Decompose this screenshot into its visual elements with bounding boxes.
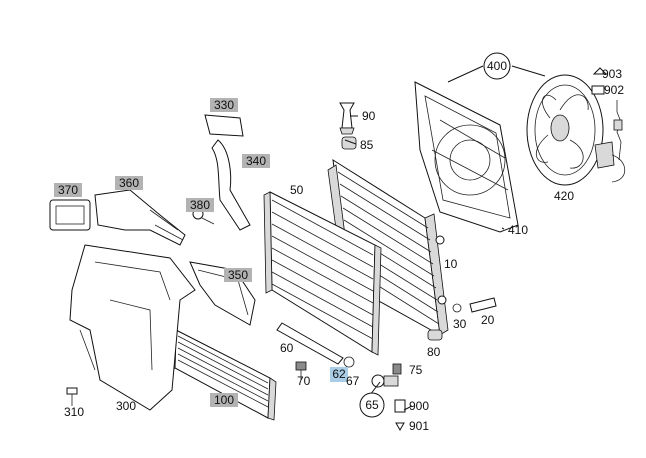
drain-plug-65 bbox=[371, 374, 399, 388]
label-50: 50 bbox=[290, 183, 304, 197]
rivet-310 bbox=[66, 387, 78, 406]
fan-shroud bbox=[414, 81, 519, 233]
label-400: 400 bbox=[487, 59, 507, 73]
connector-900 bbox=[394, 399, 406, 413]
front-carrier bbox=[69, 244, 196, 411]
washer-30 bbox=[452, 303, 462, 313]
label-62: 62 bbox=[332, 367, 346, 381]
highlight-350 bbox=[224, 268, 252, 282]
label-903: 903 bbox=[602, 67, 622, 81]
label-340: 340 bbox=[246, 154, 266, 168]
label-67: 67 bbox=[346, 374, 360, 388]
fastener-90 bbox=[339, 102, 355, 135]
label-901: 901 bbox=[409, 419, 429, 433]
condenser bbox=[263, 191, 382, 356]
label-330: 330 bbox=[214, 98, 234, 112]
label-65: 65 bbox=[365, 398, 379, 412]
callout-400: 400 bbox=[483, 52, 511, 80]
bushing-80 bbox=[427, 329, 443, 341]
bolt-70 bbox=[295, 361, 307, 380]
leader-lines bbox=[344, 65, 546, 411]
label-85: 85 bbox=[360, 138, 374, 152]
sensor-20 bbox=[469, 297, 497, 313]
pipe-60 bbox=[276, 322, 344, 365]
highlight-62 bbox=[330, 367, 348, 382]
air-pipe bbox=[204, 114, 251, 231]
air-intake bbox=[49, 189, 186, 246]
label-370: 370 bbox=[58, 183, 78, 197]
label-420: 420 bbox=[554, 189, 574, 203]
highlight-100 bbox=[210, 393, 238, 407]
harness-connector bbox=[591, 67, 623, 161]
label-90: 90 bbox=[362, 109, 376, 123]
label-300: 300 bbox=[116, 399, 136, 413]
connector-901 bbox=[395, 422, 405, 432]
label-100: 100 bbox=[214, 393, 234, 407]
label-20: 20 bbox=[481, 313, 495, 327]
highlight-330 bbox=[210, 98, 238, 112]
highlight-340 bbox=[242, 154, 270, 168]
label-75: 75 bbox=[409, 363, 423, 377]
highlight-380 bbox=[186, 198, 214, 212]
label-80: 80 bbox=[427, 345, 441, 359]
label-380: 380 bbox=[190, 198, 210, 212]
label-360: 360 bbox=[119, 176, 139, 190]
label-350: 350 bbox=[228, 268, 248, 282]
label-60: 60 bbox=[280, 341, 294, 355]
label-70: 70 bbox=[297, 374, 311, 388]
label-410: 410 bbox=[508, 223, 528, 237]
bolt-75 bbox=[392, 363, 402, 375]
o-ring-67 bbox=[343, 356, 355, 368]
fan-motor bbox=[526, 74, 626, 186]
label-310: 310 bbox=[64, 405, 84, 419]
highlight-370 bbox=[54, 183, 82, 197]
label-10: 10 bbox=[444, 257, 458, 271]
highlight-360 bbox=[115, 176, 143, 190]
label-900: 900 bbox=[409, 399, 429, 413]
callout-65: 65 bbox=[359, 392, 385, 418]
label-30: 30 bbox=[453, 317, 467, 331]
label-902: 902 bbox=[604, 83, 624, 97]
